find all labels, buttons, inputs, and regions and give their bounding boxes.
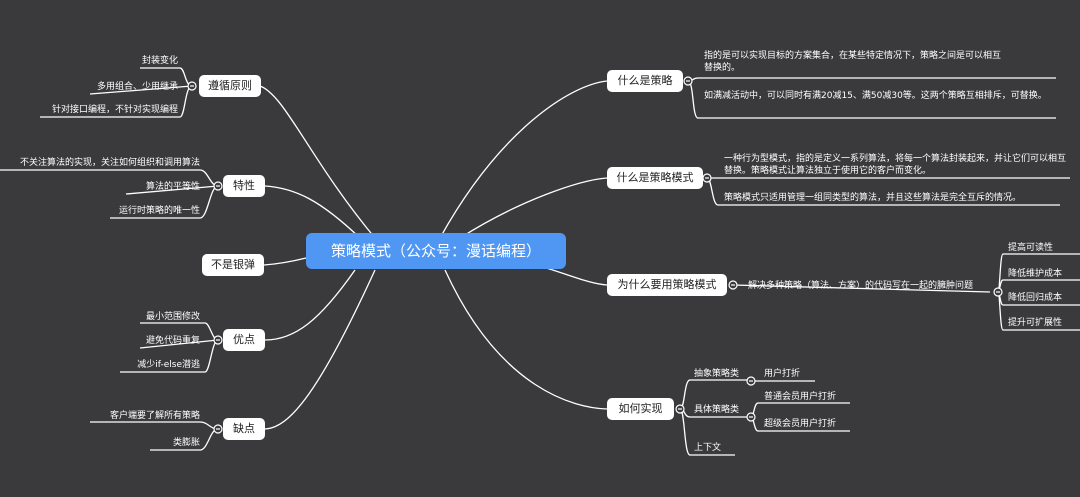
topic-features[interactable]: 特性 xyxy=(223,175,265,197)
leaf-principle: 针对接口编程，不针对实现编程 xyxy=(51,105,178,115)
leaf-pro: 减少if-else潜逃 xyxy=(137,360,200,370)
topic-why-use[interactable]: 为什么要用策略模式 xyxy=(607,274,727,296)
leaf-principle: 多用组合、少用继承 xyxy=(96,82,178,92)
topic-principles[interactable]: 遵循原则 xyxy=(199,75,261,97)
leaf-what-strategy: 如满减活动中，可以同时有满20减15、满50减30等。这两个策略互相排斥，可替换… xyxy=(704,91,1047,101)
leaf-why-benefit: 降低回归成本 xyxy=(1008,293,1063,303)
leaf-super-member-discount: 超级会员用户打折 xyxy=(764,419,837,429)
leaf-what-strategy: 指的是可以实现目标的方案集合，在某些特定情况下，策略之间是可以相互替换的。 xyxy=(704,51,1002,73)
leaf-con: 类膨胀 xyxy=(172,438,200,448)
leaf-concrete-strategy: 具体策略类 xyxy=(694,405,740,415)
leaf-principle: 封装变化 xyxy=(141,56,178,66)
edge-center-principles xyxy=(259,85,376,239)
central-topic[interactable]: 策略模式（公众号：漫话编程） xyxy=(306,233,566,269)
leaf-why-problem: 解决多种策略（算法、方案）的代码写在一起的臃肿问题 xyxy=(748,281,974,291)
topic-cons[interactable]: 缺点 xyxy=(223,418,265,440)
leaf-feature: 运行时策略的唯一性 xyxy=(118,206,200,216)
leaf-context: 上下文 xyxy=(694,443,722,453)
leaf-con: 客户端要了解所有策略 xyxy=(109,411,200,421)
leaf-pro: 避免代码重复 xyxy=(145,336,200,346)
leaf-feature: 算法的平等性 xyxy=(145,182,200,192)
leaf-why-benefit: 提高可读性 xyxy=(1008,243,1054,253)
edge-center-features xyxy=(264,185,361,239)
edge-center-cons xyxy=(264,269,376,430)
leaf-pro: 最小范围修改 xyxy=(145,312,200,322)
leaf-feature: 不关注算法的实现，关注如何组织和调用算法 xyxy=(19,158,200,168)
topic-what-is-strategy[interactable]: 什么是策略 xyxy=(607,70,683,92)
leaf-why-benefit: 降低维护成本 xyxy=(1008,269,1063,279)
leaf-why-benefit: 提升可扩展性 xyxy=(1008,318,1063,328)
edge-center-silver xyxy=(263,257,307,266)
topic-how-to-implement[interactable]: 如何实现 xyxy=(607,398,674,420)
edge-center-pros xyxy=(264,269,356,341)
leaf-what-pattern: 策略模式只适用管理一组同类型的算法，并且这些算法是完全互斥的情况。 xyxy=(724,193,1022,203)
edge-center-what-pattern xyxy=(459,177,608,239)
topic-not-silver-bullet[interactable]: 不是银弹 xyxy=(202,254,264,276)
leaf-what-pattern: 一种行为型模式，指的是定义一系列算法，将每一个算法封装起来，并让它们可以相互替换… xyxy=(724,154,1067,176)
leaf-abstract-strategy: 抽象策略类 xyxy=(694,369,740,379)
edge-center-what-strategy xyxy=(439,80,608,239)
leaf-user-discount: 用户打折 xyxy=(764,369,801,379)
leaf-normal-member-discount: 普通会员用户打折 xyxy=(764,392,837,402)
edge-center-how xyxy=(444,269,608,410)
topic-pros[interactable]: 优点 xyxy=(223,329,265,351)
topic-what-is-strategy-pattern[interactable]: 什么是策略模式 xyxy=(607,167,703,189)
